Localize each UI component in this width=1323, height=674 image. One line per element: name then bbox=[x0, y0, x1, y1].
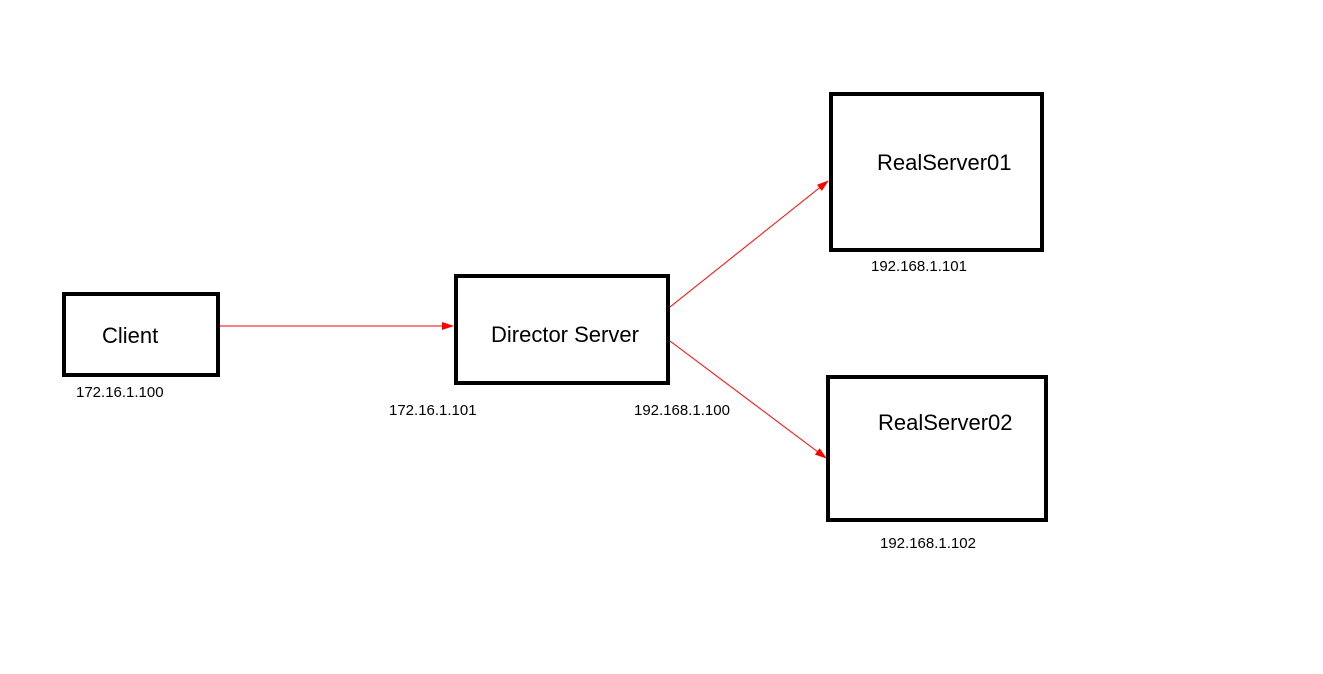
director-server-box bbox=[454, 274, 670, 385]
realserver01-label: RealServer01 bbox=[877, 150, 1012, 175]
client-box bbox=[62, 292, 220, 377]
director-server-ip-right: 192.168.1.100 bbox=[634, 402, 730, 419]
director-server-ip-left: 172.16.1.101 bbox=[389, 402, 477, 419]
realserver01-ip: 192.168.1.101 bbox=[871, 258, 967, 275]
realserver02-ip: 192.168.1.102 bbox=[880, 535, 976, 552]
arrow-director-to-realserver01 bbox=[669, 180, 829, 308]
realserver02-label: RealServer02 bbox=[878, 410, 1013, 435]
client-label: Client bbox=[102, 323, 159, 348]
realserver02-box bbox=[826, 375, 1048, 522]
director-server-label: Director Server bbox=[491, 322, 639, 347]
client-ip: 172.16.1.100 bbox=[76, 384, 164, 401]
realserver01-box bbox=[829, 92, 1044, 252]
arrow-director-to-realserver02 bbox=[669, 340, 827, 459]
